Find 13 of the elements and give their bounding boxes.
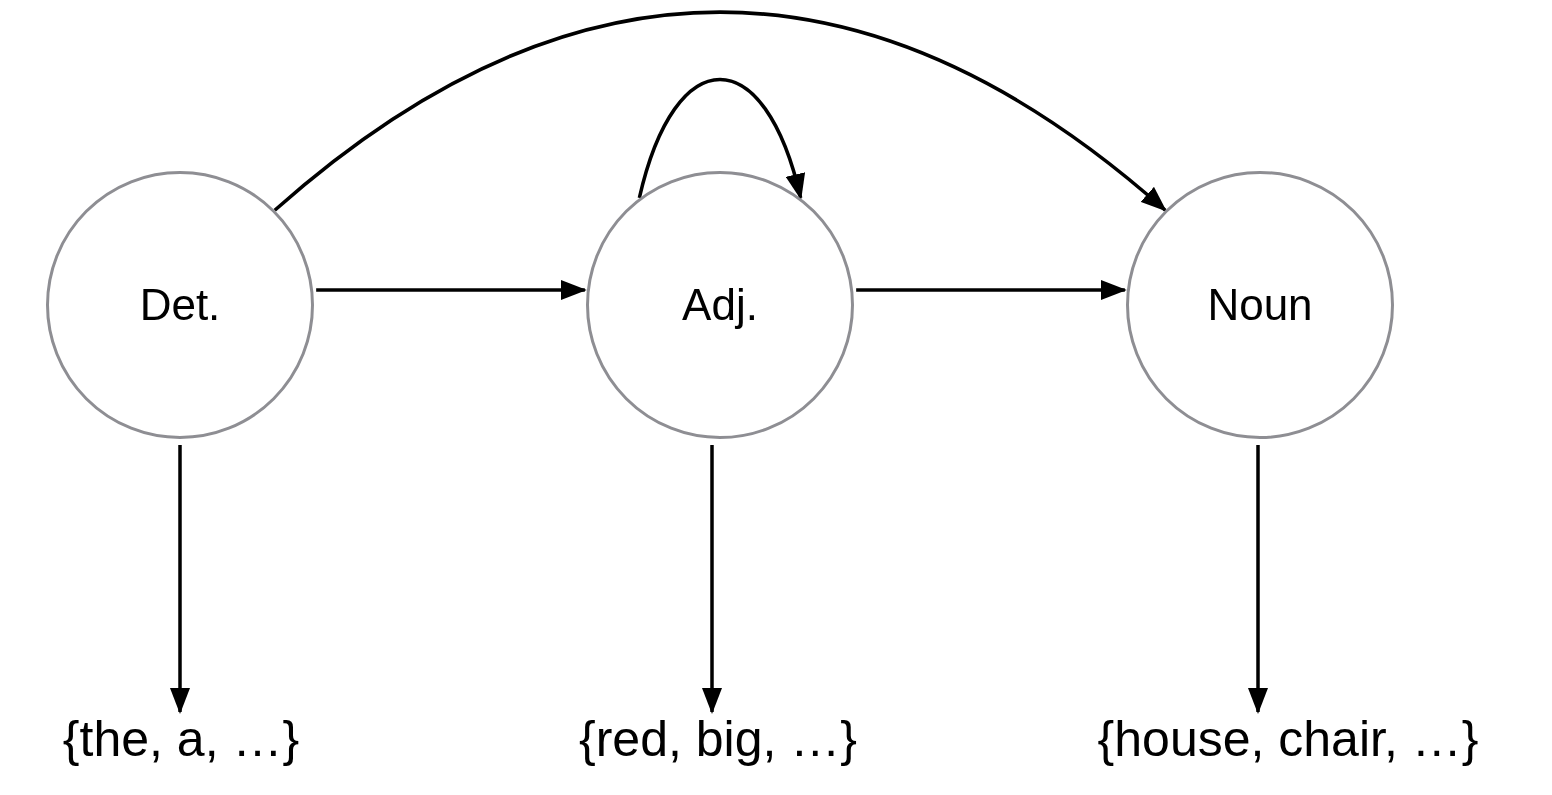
- arrow: [856, 280, 1127, 300]
- state-label: Det.: [139, 283, 221, 327]
- arrow: [637, 78, 804, 200]
- arrow: [273, 10, 1167, 212]
- word-set-label: {the, a, …}: [62, 714, 300, 764]
- word-set-label: {house, chair, …}: [1097, 714, 1479, 764]
- word-set-label: {red, big, …}: [579, 714, 857, 764]
- state-label: Adj.: [682, 283, 758, 327]
- state-label: Noun: [1207, 283, 1313, 327]
- arrow: [702, 445, 722, 714]
- arrow: [170, 445, 190, 714]
- arrow: [1248, 445, 1268, 714]
- arrow: [316, 280, 587, 300]
